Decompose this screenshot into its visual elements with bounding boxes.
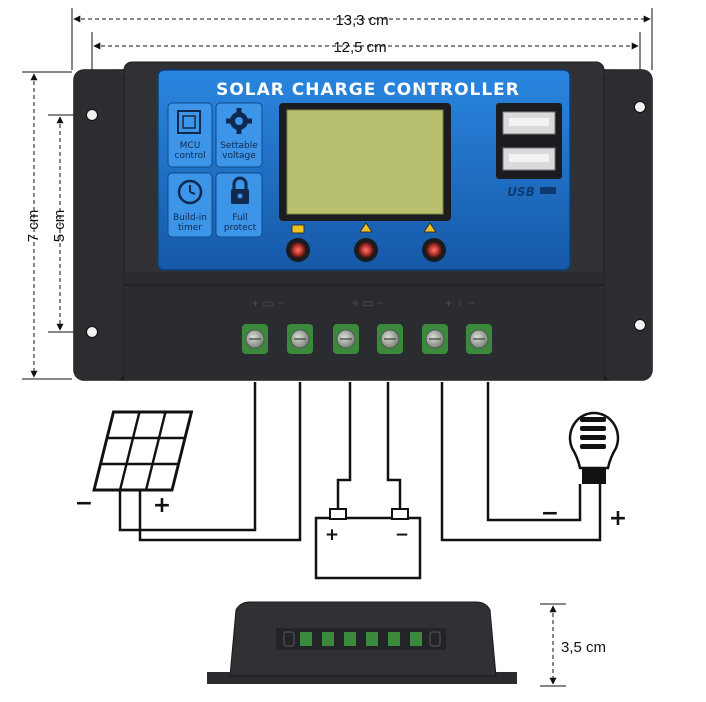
side-terminal-6 <box>410 632 422 646</box>
panel-led-icon <box>291 224 305 234</box>
solar-panel-icon <box>92 410 194 492</box>
wire-battery-minus <box>386 382 402 515</box>
wire-load-minus <box>486 382 582 522</box>
led-indicators <box>286 222 446 262</box>
wire-battery-plus <box>336 382 352 515</box>
battery-icon <box>314 508 422 580</box>
embossed-panel-icon: + ▭ − <box>252 296 284 310</box>
dimension-hole-width: 12,5 cm <box>333 39 386 56</box>
indicator-led-load <box>426 242 442 258</box>
panel-plus-sign: + <box>153 493 171 518</box>
feature-3-line1: Build-in <box>173 213 207 223</box>
feature-4-line2: protect <box>224 223 257 233</box>
battery-minus-sign: − <box>395 525 409 545</box>
feature-3-line2: timer <box>178 223 202 233</box>
warning-icon <box>359 222 373 233</box>
clock-icon <box>177 179 203 205</box>
side-terminal-5 <box>388 632 400 646</box>
terminal-5 <box>422 324 448 354</box>
load-plus-sign: + <box>609 506 627 531</box>
feature-2-line2: voltage <box>222 151 256 161</box>
usb-plug-icon <box>540 187 556 194</box>
chip-icon <box>177 110 201 134</box>
mount-hole-tr <box>634 101 646 113</box>
feature-2-line1: Settable <box>220 141 258 151</box>
usb-ports <box>496 103 562 179</box>
side-terminal-2 <box>322 632 334 646</box>
terminal-4 <box>377 324 403 354</box>
wire-panel-minus <box>118 382 257 532</box>
mount-hole-tl <box>86 109 98 121</box>
wiring <box>118 382 602 542</box>
terminal-2 <box>287 324 313 354</box>
panel-minus-sign: − <box>75 491 93 516</box>
gear-icon <box>226 108 252 134</box>
side-terminal-3 <box>344 632 356 646</box>
side-view <box>207 601 517 684</box>
load-minus-sign: − <box>541 501 559 526</box>
embossed-load-icon: + ♀ − <box>445 296 475 310</box>
lock-icon <box>231 176 249 204</box>
side-terminal-1 <box>300 632 312 646</box>
wire-panel-plus <box>138 382 302 542</box>
terminal-6 <box>466 324 492 354</box>
mount-hole-br <box>634 319 646 331</box>
feature-icons <box>167 102 263 238</box>
light-bulb-icon <box>568 411 620 484</box>
feature-1-line2: control <box>174 151 205 161</box>
usb-label: USB <box>507 185 535 199</box>
panel-title: SOLAR CHARGE CONTROLLER <box>216 80 520 100</box>
feature-4-line1: Full <box>232 213 247 223</box>
dimension-depth: 3,5 cm <box>561 639 606 656</box>
dimension-total-width: 13,3 cm <box>335 12 388 29</box>
indicator-led-battery <box>358 242 374 258</box>
terminal-1 <box>242 324 268 354</box>
indicator-led-panel <box>290 242 306 258</box>
terminal-strip: + ▭ − + ▭ − + ♀ − <box>124 272 604 380</box>
wire-load-plus <box>440 382 602 542</box>
lcd-screen <box>279 103 451 221</box>
side-terminal-4 <box>366 632 378 646</box>
dimension-hole-height: 5 cm <box>51 210 68 243</box>
mount-hole-bl <box>86 326 98 338</box>
embossed-battery-icon: + ▭ − <box>352 296 384 310</box>
load-warning-icon <box>423 222 437 233</box>
terminal-3 <box>333 324 359 354</box>
dimension-total-height: 7 cm <box>25 210 42 243</box>
battery-plus-sign: + <box>325 525 339 545</box>
feature-1-line1: MCU <box>180 141 201 151</box>
